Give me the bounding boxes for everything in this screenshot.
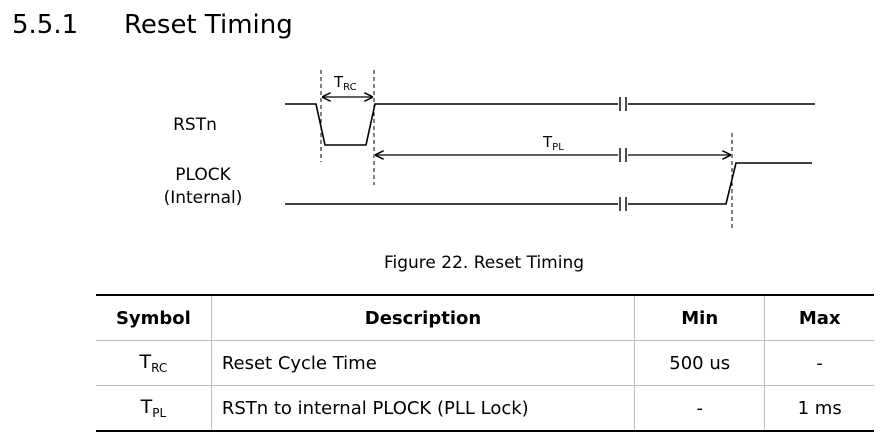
header-min: Min	[634, 294, 766, 341]
header-description: Description	[210, 294, 636, 341]
section-heading: 5.5.1 Reset Timing	[12, 8, 293, 42]
table-header-row: Symbol Description Min Max	[96, 294, 874, 341]
section-number: 5.5.1	[12, 10, 79, 40]
rstn-break-icon	[619, 97, 627, 111]
table-row: TPL RSTn to internal PLOCK (PLL Lock) - …	[96, 385, 874, 432]
row-max: 1 ms	[764, 385, 874, 432]
row-description: RSTn to internal PLOCK (PLL Lock)	[210, 385, 636, 432]
row-min: 500 us	[634, 340, 766, 386]
plock-waveform	[628, 162, 812, 205]
table-row: TRC Reset Cycle Time 500 us -	[96, 340, 874, 386]
header-symbol: Symbol	[96, 294, 212, 341]
row-description: Reset Cycle Time	[210, 340, 636, 386]
tpl-label: TPL	[542, 133, 564, 153]
signal-label-rstn: RSTn	[173, 115, 217, 135]
timing-table: Symbol Description Min Max TRC Reset Cyc…	[96, 294, 874, 432]
row-max: -	[764, 340, 874, 386]
row-symbol: TRC	[96, 340, 212, 386]
timing-diagram: RSTn PLOCK (Internal) TRC TPL	[164, 70, 815, 228]
row-symbol: TPL	[96, 385, 212, 432]
plock-break-icon	[619, 197, 627, 211]
section-title: Reset Timing	[124, 10, 293, 40]
header-max: Max	[764, 294, 874, 341]
signal-label-plock-sub: (Internal)	[164, 188, 243, 208]
signal-label-plock: PLOCK	[175, 165, 231, 185]
timing-reference-lines	[320, 70, 733, 228]
figure-caption: Figure 22. Reset Timing	[383, 253, 585, 273]
row-min: -	[634, 385, 766, 432]
tpl-break-icon	[619, 148, 627, 162]
trc-label: TRC	[333, 73, 357, 93]
rstn-waveform	[285, 103, 618, 146]
